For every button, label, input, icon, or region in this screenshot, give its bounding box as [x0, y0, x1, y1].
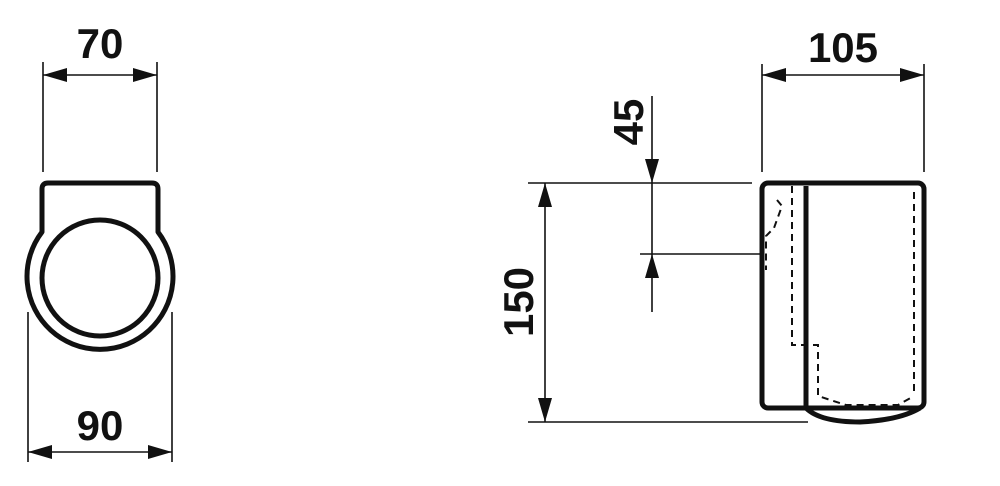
arrowhead-90-left — [28, 445, 52, 459]
front-outline — [24, 180, 176, 352]
arrowhead-45-top — [645, 159, 659, 183]
arrowhead-105-left — [762, 68, 786, 82]
arrowhead-90-right — [148, 445, 172, 459]
arrowhead-70-right — [133, 68, 157, 82]
arrowhead-150-bottom — [538, 398, 552, 422]
front-view: 70 90 — [24, 20, 176, 462]
side-view: 105 150 45 — [495, 24, 927, 425]
dimension-label-150: 150 — [495, 267, 542, 337]
front-inner-circle — [39, 217, 161, 339]
dimension-label-90: 90 — [77, 402, 124, 449]
dimension-label-45: 45 — [605, 99, 652, 146]
arrowhead-105-right — [900, 68, 924, 82]
arrowhead-45-bottom — [645, 254, 659, 278]
side-body-outline — [759, 180, 927, 411]
hidden-line-left-profile — [765, 199, 784, 270]
dimension-label-105: 105 — [808, 24, 878, 71]
hidden-line-inner-channel — [791, 186, 915, 406]
arrowhead-70-left — [43, 68, 67, 82]
dimension-label-70: 70 — [77, 20, 124, 67]
side-bottom-curve — [804, 405, 922, 425]
arrowhead-150-top — [538, 183, 552, 207]
